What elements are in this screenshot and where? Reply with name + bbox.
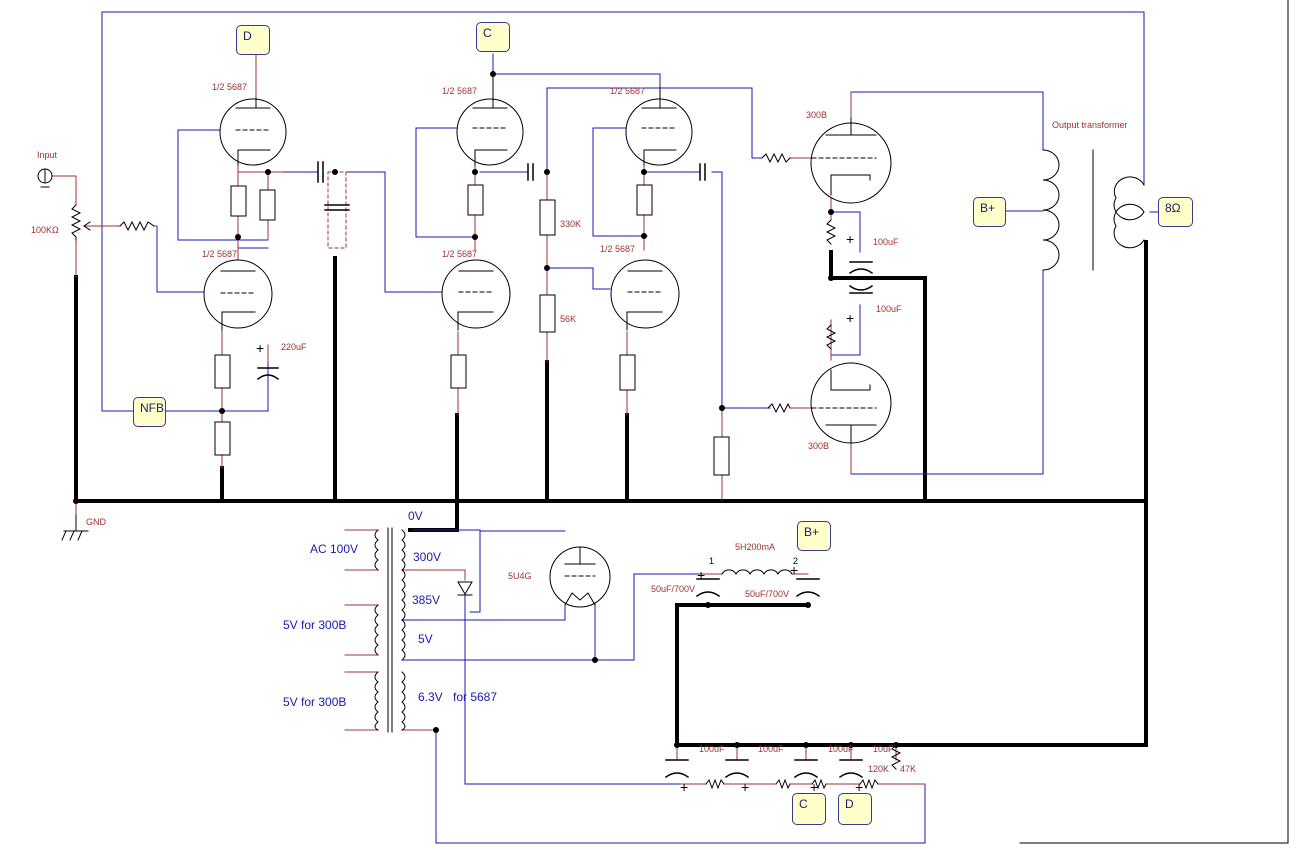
tag-c-top: C — [476, 22, 510, 52]
svg-text:+: + — [680, 779, 688, 795]
label-tube-v2a: 1/2 5687 — [442, 86, 478, 96]
label-cap-50uf-b: 50uF/700V — [745, 589, 790, 599]
label-r-56k: 56K — [560, 314, 577, 324]
label-ac-100v: AC 100V — [310, 542, 359, 556]
label-output-transformer: Output transformer — [1052, 120, 1128, 130]
label-tube-v3a: 1/2 5687 — [610, 86, 646, 96]
svg-text:+: + — [855, 779, 863, 795]
label-gnd: GND — [86, 517, 106, 527]
label-tube-5u4g: 5U4G — [508, 571, 532, 581]
label-tube-v3b: 1/2 5687 — [600, 244, 636, 254]
label-filter-cap-4: 10uF — [873, 744, 894, 754]
label-choke: 5H200mA — [735, 542, 776, 552]
label-5v-300b-2: 5V for 300B — [283, 695, 347, 709]
label-r-47k: 47K — [900, 764, 917, 774]
label-filter-cap-2: 100uF — [758, 744, 784, 754]
tube-v1b — [203, 259, 273, 331]
output-transformer — [1042, 149, 1147, 271]
tube-v3b — [610, 259, 680, 331]
zigzag-resistors — [70, 152, 902, 790]
svg-text:+: + — [846, 310, 854, 326]
label-cap-100uf-bottom: 100uF — [876, 304, 902, 314]
label-r-120k: 120K — [868, 764, 890, 774]
label-cap-100uf-top: 100uF — [873, 237, 899, 247]
label-tube-v2b: 1/2 5687 — [442, 249, 478, 259]
svg-text:+: + — [810, 779, 818, 795]
label-tube-300b-bottom: 300B — [808, 441, 830, 451]
label-5v: 5V — [418, 632, 433, 646]
tube-v3a — [625, 87, 693, 166]
choke — [721, 569, 793, 576]
label-300v: 300V — [413, 550, 442, 564]
label-choke-pin1: 1 — [709, 556, 715, 566]
svg-text:+: + — [697, 567, 705, 583]
tag-nfb: NFB — [133, 397, 166, 427]
label-0v: 0V — [408, 509, 423, 523]
label-r-330k: 330K — [560, 219, 582, 229]
tube-v1a — [219, 97, 287, 166]
power-transformer — [374, 527, 406, 733]
resistor-boxes — [214, 184, 730, 476]
svg-text:+: + — [741, 779, 749, 795]
label-for-5687: for 5687 — [453, 690, 498, 704]
tag-c-bottom: C — [792, 793, 826, 825]
electrolytic-caps — [256, 261, 874, 779]
label-cap-220uf: 220uF — [281, 342, 307, 352]
label-filter-cap-3: 100uF — [828, 744, 854, 754]
label-input: Input — [37, 150, 58, 160]
coupling-caps — [317, 161, 706, 183]
tube-5u4g — [549, 546, 611, 608]
label-385v: 385V — [412, 593, 441, 607]
label-6v3: 6.3V — [418, 690, 443, 704]
tube-v2b — [441, 259, 511, 331]
label-filter-cap-1: 100uF — [699, 744, 725, 754]
tag-d-top: D — [236, 25, 270, 55]
ground-bus — [74, 240, 1148, 747]
label-tube-v1b: 1/2 5687 — [202, 249, 238, 259]
tag-d-bottom: D — [838, 793, 872, 825]
tube-v2a — [456, 73, 524, 166]
tag-bplus-psu: B+ — [797, 521, 831, 551]
junction-dots — [73, 71, 899, 748]
label-cap-50uf-a: 50uF/700V — [651, 584, 696, 594]
input-jack — [37, 168, 53, 188]
label-choke-pin2: 2 — [793, 556, 799, 566]
svg-text:+: + — [790, 562, 798, 578]
tube-300b-bottom — [810, 362, 892, 444]
label-pot: 100KΩ — [31, 225, 59, 235]
label-tube-v1a: 1/2 5687 — [212, 82, 248, 92]
label-5v-300b-1: 5V for 300B — [283, 618, 347, 632]
svg-text:+: + — [256, 340, 264, 356]
diode — [457, 581, 473, 596]
tube-300b-top — [810, 117, 892, 204]
tag-speaker-8ohm: 8Ω — [1158, 197, 1193, 227]
tag-bplus-ot: B+ — [973, 197, 1006, 227]
svg-text:+: + — [846, 231, 854, 247]
label-tube-300b-top: 300B — [806, 110, 828, 120]
ground-symbol — [61, 514, 89, 541]
